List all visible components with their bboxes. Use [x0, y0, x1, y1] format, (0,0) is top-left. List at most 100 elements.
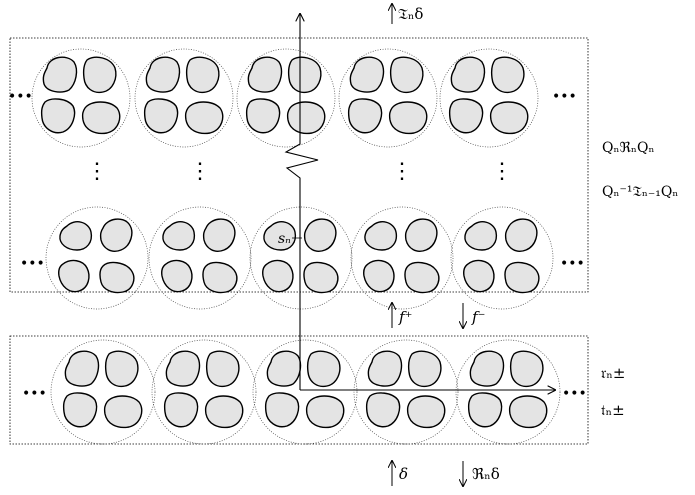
inclusion [450, 56, 486, 93]
top-transmission-label: 𝔗ₙδ [398, 5, 423, 23]
cell-boundary [439, 48, 539, 148]
vertical-ellipsis-4: ⋮ [391, 159, 413, 184]
inclusion [64, 350, 100, 387]
h-ellipsis-upper-right-2: ••• [560, 256, 585, 272]
horizontal-ellipsis-group: ••• ••• ••• ••• ••• ••• [8, 89, 587, 402]
inclusion [365, 392, 401, 428]
inclusion [145, 56, 181, 93]
inclusion [42, 56, 78, 93]
inclusion [143, 98, 179, 134]
inclusion [162, 221, 196, 251]
t-coefficient-label: 𝔱ₙ± [601, 401, 625, 419]
inclusion [99, 261, 135, 294]
inclusion [245, 98, 281, 134]
unit-cell [134, 48, 234, 148]
inclusion [508, 395, 548, 429]
cell-boundary [151, 339, 257, 445]
inclusion [247, 56, 283, 93]
inclusion [364, 221, 398, 251]
inclusion [504, 218, 538, 252]
cell-boundary [148, 206, 252, 310]
path-line [284, 14, 319, 390]
inclusion [367, 350, 403, 387]
inclusion [388, 101, 428, 135]
inclusion [103, 395, 143, 429]
h-ellipsis-lower-left: ••• [22, 386, 47, 402]
unit-cell [50, 339, 156, 445]
inclusion [490, 56, 525, 94]
unit-cell [31, 48, 131, 148]
inclusion [205, 350, 240, 388]
cell-boundary [353, 339, 459, 445]
upper-block-frame [9, 37, 589, 293]
unit-cell [455, 339, 561, 445]
unit-cell [252, 339, 358, 445]
inclusion [263, 221, 297, 251]
unit-cell [450, 206, 554, 310]
unit-cell [148, 206, 252, 310]
cell-boundary [252, 339, 358, 445]
inclusion [81, 101, 121, 135]
inclusion [463, 259, 495, 293]
inclusion [504, 261, 540, 294]
unit-cell [249, 206, 353, 310]
f-minus-label: f⁻ [471, 308, 485, 326]
inclusion [305, 395, 345, 429]
bottom-reflection-label: ℜₙδ [472, 465, 500, 483]
h-ellipsis-upper-right-1: ••• [552, 89, 577, 105]
inclusion [161, 259, 193, 293]
inclusion [509, 350, 544, 388]
inclusion [104, 350, 139, 388]
layer-transmission-label: Qₙ⁻¹𝔗ₙ₋₁Qₙ [602, 184, 678, 200]
inclusion [40, 98, 76, 134]
vertical-ellipsis-2: ⋮ [189, 159, 211, 184]
inclusion [303, 261, 339, 294]
cell-boundary [31, 48, 131, 148]
cell-boundary [134, 48, 234, 148]
inclusion [82, 56, 117, 94]
unit-cell [236, 48, 336, 148]
inclusion [389, 56, 424, 94]
cell-boundary [45, 206, 149, 310]
inclusion [407, 350, 442, 388]
inclusion [264, 392, 300, 428]
inclusion [204, 395, 244, 429]
inclusion [469, 350, 505, 387]
h-ellipsis-lower-right: ••• [562, 386, 587, 402]
inclusion [349, 56, 385, 93]
cell-boundary [350, 206, 454, 310]
inclusion [404, 218, 438, 252]
inclusion [467, 392, 503, 428]
inclusion [202, 261, 238, 294]
inclusion [287, 56, 322, 94]
inclusion [306, 350, 341, 388]
cell-boundary [236, 48, 336, 148]
inclusion [448, 98, 484, 134]
h-ellipsis-upper-left-1: ••• [8, 89, 33, 105]
cell-boundary [455, 339, 561, 445]
inclusion [266, 350, 302, 387]
unit-cell [439, 48, 539, 148]
inclusion [363, 259, 395, 293]
inclusion [202, 218, 236, 252]
inclusion [347, 98, 383, 134]
f-plus-label: f⁺ [398, 308, 412, 326]
inclusion [185, 56, 220, 94]
inclusion [163, 392, 199, 428]
inclusion [303, 218, 337, 252]
inclusion [99, 218, 133, 252]
inclusion [59, 221, 93, 251]
path-label: sₙ [278, 231, 291, 247]
inclusion [184, 101, 224, 135]
inclusion [262, 259, 294, 293]
inclusion [464, 221, 498, 251]
inclusion [286, 101, 326, 135]
inclusion [165, 350, 201, 387]
inclusion [489, 101, 529, 135]
inclusion [406, 395, 446, 429]
r-coefficient-label: 𝔯ₙ± [601, 364, 625, 382]
layer-reflection-label: QₙℜₙQₙ [602, 140, 655, 156]
inclusion [62, 392, 98, 428]
unit-cell [45, 206, 149, 310]
